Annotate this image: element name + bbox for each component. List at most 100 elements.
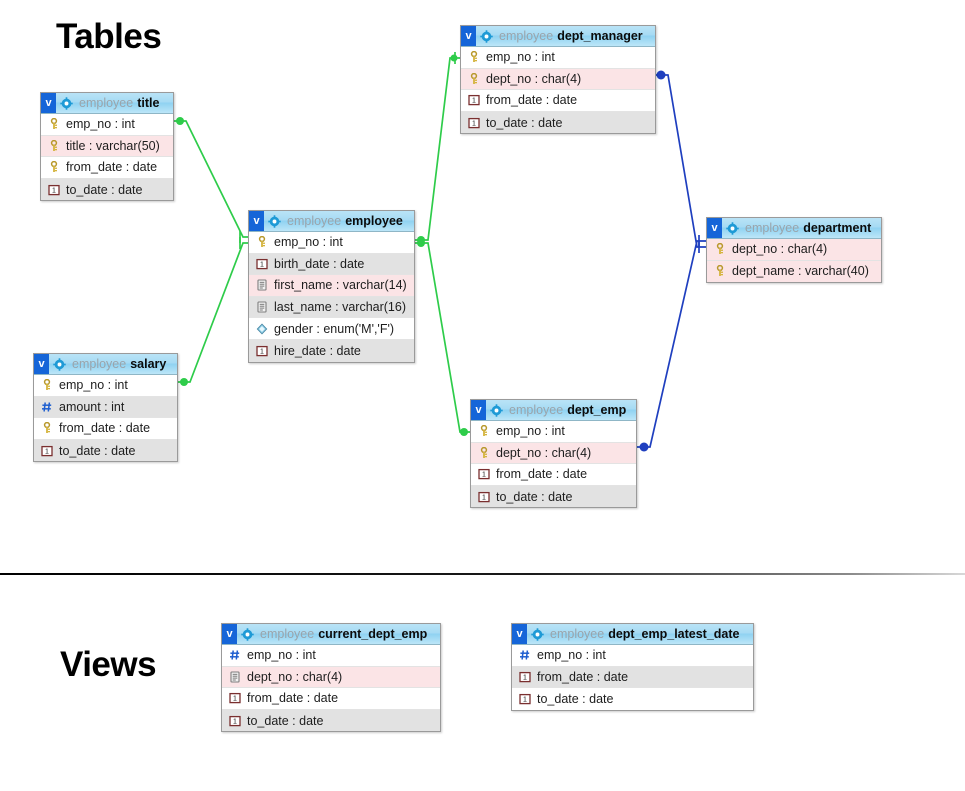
- column-row[interactable]: dept_no : char(4): [471, 442, 636, 465]
- view-badge-icon: v: [512, 624, 527, 644]
- key-icon: [714, 265, 732, 277]
- section-title-views: Views: [60, 645, 157, 684]
- column-row[interactable]: emp_no : int: [249, 232, 414, 254]
- column-row[interactable]: title : varchar(50): [41, 135, 173, 158]
- hash-icon: [41, 401, 59, 413]
- column-row[interactable]: from_date : date: [41, 157, 173, 179]
- column-label: dept_no : char(4): [496, 445, 592, 460]
- key-icon: [714, 243, 732, 255]
- column-label: from_date : date: [66, 160, 158, 175]
- gear-icon: [241, 627, 260, 641]
- column-label: hire_date : date: [274, 343, 361, 358]
- column-label: to_date : date: [59, 443, 136, 458]
- calendar-icon: 1: [229, 692, 247, 704]
- entity-name: employee: [345, 214, 403, 228]
- column-row[interactable]: dept_no : char(4): [707, 239, 881, 261]
- calendar-icon: 1: [519, 671, 537, 683]
- entity-name: salary: [130, 357, 167, 371]
- column-row[interactable]: emp_no : int: [471, 421, 636, 443]
- view-badge-icon: v: [249, 211, 264, 231]
- column-label: to_date : date: [486, 115, 563, 130]
- column-row[interactable]: dept_no : char(4): [461, 68, 655, 91]
- column-label: emp_no : int: [486, 50, 555, 65]
- column-row[interactable]: emp_no : int: [41, 114, 173, 136]
- column-row[interactable]: emp_no : int: [222, 645, 440, 667]
- section-title-tables: Tables: [56, 17, 162, 56]
- column-row[interactable]: emp_no : int: [34, 375, 177, 397]
- gear-icon: [60, 96, 79, 110]
- view-badge-icon: v: [471, 400, 486, 420]
- relation-salary-employee: [178, 237, 248, 386]
- column-row[interactable]: amount : int: [34, 396, 177, 419]
- calendar-icon: 1: [256, 345, 274, 357]
- column-row[interactable]: first_name : varchar(14): [249, 275, 414, 297]
- column-label: last_name : varchar(16): [274, 300, 407, 315]
- svg-text:1: 1: [523, 697, 527, 704]
- column-row[interactable]: emp_no : int: [461, 47, 655, 69]
- entity-name: dept_emp_latest_date: [608, 627, 740, 641]
- key-icon: [41, 422, 59, 434]
- column-label: gender : enum('M','F'): [274, 321, 395, 336]
- key-icon: [468, 72, 486, 85]
- column-row[interactable]: dept_no : char(4): [222, 666, 440, 689]
- column-row[interactable]: dept_name : varchar(40): [707, 260, 881, 283]
- column-label: first_name : varchar(14): [274, 278, 407, 293]
- svg-text:1: 1: [233, 696, 237, 703]
- view-badge-icon: v: [34, 354, 49, 374]
- view-badge-icon: v: [461, 26, 476, 46]
- column-label: from_date : date: [59, 421, 151, 436]
- view-badge-icon: v: [222, 624, 237, 644]
- key-icon: [48, 118, 66, 130]
- column-label: birth_date : date: [274, 256, 365, 271]
- entity-name: title: [137, 96, 160, 110]
- column-label: from_date : date: [537, 669, 629, 684]
- svg-text:1: 1: [45, 448, 49, 455]
- column-row[interactable]: 1 to_date : date: [34, 439, 177, 462]
- relation-dept-emp-department: [637, 235, 706, 452]
- column-label: from_date : date: [486, 93, 578, 108]
- column-label: dept_no : char(4): [486, 71, 582, 86]
- calendar-icon: 1: [256, 258, 274, 270]
- column-row[interactable]: emp_no : int: [512, 645, 753, 667]
- column-label: amount : int: [59, 399, 125, 414]
- relation-dept-manager-department: [656, 70, 706, 253]
- svg-text:1: 1: [482, 472, 486, 479]
- column-label: emp_no : int: [537, 648, 606, 663]
- column-row[interactable]: from_date : date: [34, 418, 177, 440]
- column-row[interactable]: last_name : varchar(16): [249, 296, 414, 319]
- column-label: emp_no : int: [59, 378, 128, 393]
- schema-name: employee: [72, 357, 127, 371]
- text-icon: [256, 279, 274, 292]
- column-row[interactable]: gender : enum('M','F'): [249, 318, 414, 340]
- schema-name: employee: [550, 627, 605, 641]
- hash-icon: [519, 649, 537, 661]
- schema-name: employee: [745, 221, 800, 235]
